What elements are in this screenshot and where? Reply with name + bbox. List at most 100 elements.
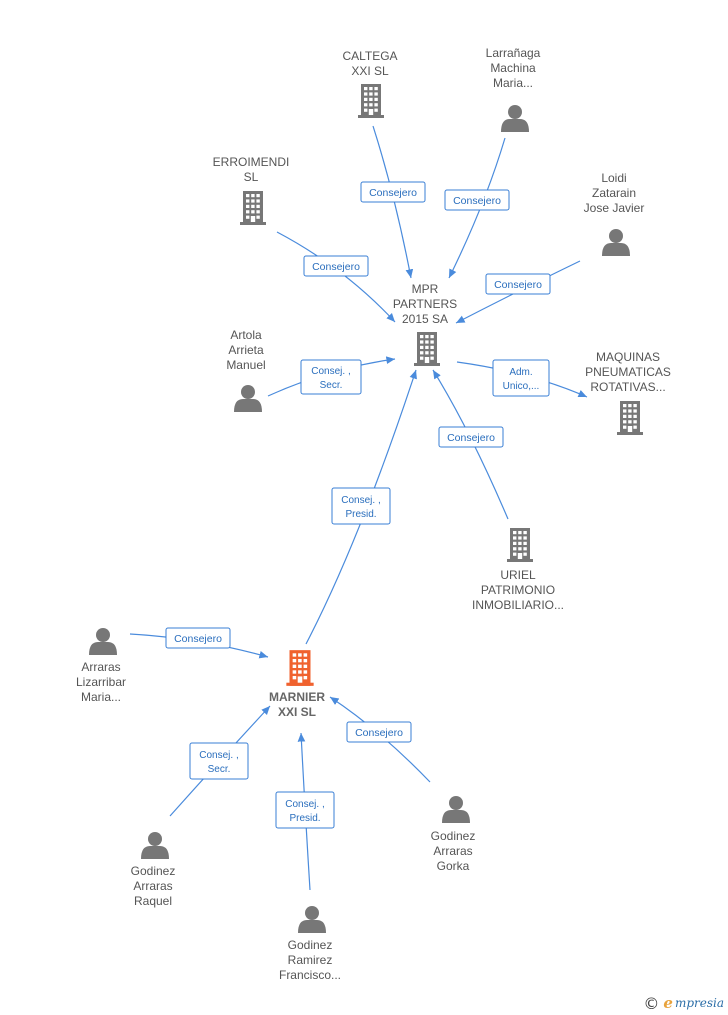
edge-line bbox=[276, 231, 396, 323]
node-label-line: Godinez bbox=[288, 938, 333, 952]
node-label-line: XXI SL bbox=[351, 64, 389, 78]
role-label-box[interactable] bbox=[275, 791, 335, 829]
role-label-text: Consejero bbox=[355, 727, 403, 739]
edge-mpr-maquinas: Adm. Unico,... bbox=[456, 359, 588, 398]
role-label-box[interactable] bbox=[331, 487, 391, 525]
edge-gorka-marnier: Consejero bbox=[329, 696, 431, 783]
person-icon bbox=[442, 796, 470, 823]
building-icon bbox=[617, 401, 643, 435]
node-label-line: Artola bbox=[230, 328, 262, 342]
node-label-line: INMOBILIARIO... bbox=[472, 598, 564, 612]
edge-arraras-marnier: Consejero bbox=[129, 627, 269, 659]
edge-larranaga-mpr: Consejero bbox=[444, 137, 510, 279]
role-label-box[interactable] bbox=[438, 426, 504, 448]
node-label-line: Godinez bbox=[131, 864, 176, 878]
node-label-line: PATRIMONIO bbox=[481, 583, 555, 597]
node-label-line: Zatarain bbox=[592, 186, 636, 200]
building-icon bbox=[414, 332, 440, 366]
node-label-line: MARNIER bbox=[269, 690, 325, 704]
copyright-icon: © bbox=[643, 993, 660, 1013]
role-label-box[interactable] bbox=[189, 742, 249, 780]
node-label-line: Arrieta bbox=[228, 343, 264, 357]
person-icon bbox=[602, 229, 630, 256]
node-label-line: SL bbox=[244, 170, 259, 184]
edge-artola-mpr: Consej. ,Secr. bbox=[267, 356, 396, 397]
role-label-text: Unico,... bbox=[503, 381, 540, 392]
node-label-line: Maria... bbox=[81, 690, 121, 704]
node-larranaga[interactable]: LarrañagaMachinaMaria... bbox=[486, 46, 541, 132]
edge-francisco-marnier: Consej. ,Presid. bbox=[275, 732, 335, 891]
edge-raquel-marnier: Consej. , Secr. bbox=[169, 705, 271, 817]
person-icon bbox=[501, 105, 529, 132]
role-label-box[interactable] bbox=[300, 359, 362, 395]
brand-logo-initial: e bbox=[663, 994, 673, 1012]
person-icon bbox=[298, 906, 326, 933]
node-label-line: Jose Javier bbox=[584, 201, 645, 215]
role-label-box[interactable] bbox=[492, 359, 550, 397]
role-label-box[interactable] bbox=[303, 255, 369, 277]
role-label-box[interactable] bbox=[165, 627, 231, 649]
role-label-text: Secr. bbox=[320, 380, 343, 391]
node-label-line: MAQUINAS bbox=[596, 350, 660, 364]
role-label-text: Presid. bbox=[289, 813, 320, 824]
building-icon bbox=[358, 84, 384, 118]
building-icon bbox=[507, 528, 533, 562]
building-icon bbox=[286, 650, 314, 686]
node-label-line: Loidi bbox=[601, 171, 626, 185]
role-label-text: Secr. bbox=[208, 764, 231, 775]
node-maquinas[interactable]: MAQUINASPNEUMATICASROTATIVAS... bbox=[585, 350, 671, 435]
role-label-text: Consejero bbox=[174, 633, 222, 645]
role-label-text: Consej. , bbox=[199, 750, 238, 761]
node-arraras[interactable]: ArrarasLizarribarMaria... bbox=[76, 628, 126, 704]
edge-marnier-mpr: Consej. ,Presid. bbox=[305, 369, 417, 645]
role-label-text: Consejero bbox=[369, 187, 417, 199]
node-uriel[interactable]: URIELPATRIMONIOINMOBILIARIO... bbox=[472, 528, 564, 612]
node-label-line: PNEUMATICAS bbox=[585, 365, 671, 379]
node-francisco[interactable]: GodinezRamirezFrancisco... bbox=[279, 906, 341, 982]
node-label-line: 2015 SA bbox=[402, 312, 448, 326]
role-label-text: Consejero bbox=[312, 261, 360, 273]
node-label-line: URIEL bbox=[500, 568, 536, 582]
role-label-text: Consejero bbox=[447, 432, 495, 444]
edge-caltega-mpr: Consejero bbox=[360, 125, 426, 279]
edges-layer: ConsejeroConsejeroConsejeroConsejeroCons… bbox=[129, 125, 588, 891]
node-label-line: Francisco... bbox=[279, 968, 341, 982]
role-label-box[interactable] bbox=[485, 273, 551, 295]
node-label-line: Arraras bbox=[433, 844, 472, 858]
edge-uriel-mpr: Consejero bbox=[432, 369, 509, 520]
node-label-line: Maria... bbox=[493, 76, 533, 90]
role-label-text: Consejero bbox=[494, 279, 542, 291]
node-label-line: ERROIMENDI bbox=[213, 155, 290, 169]
role-label-text: Consejero bbox=[453, 195, 501, 207]
brand-footer: © e mpresia bbox=[643, 993, 724, 1013]
brand-logo-text: mpresia bbox=[674, 996, 724, 1010]
node-label-line: CALTEGA bbox=[342, 49, 397, 63]
node-label-line: Ramirez bbox=[288, 953, 333, 967]
role-label-box[interactable] bbox=[444, 189, 510, 211]
role-label-text: Adm. bbox=[509, 367, 532, 378]
node-label-line: XXI SL bbox=[278, 705, 316, 719]
role-label-box[interactable] bbox=[360, 181, 426, 203]
role-label-box[interactable] bbox=[346, 721, 412, 743]
node-label-line: Arraras bbox=[81, 660, 120, 674]
node-label-line: ROTATIVAS... bbox=[590, 380, 665, 394]
person-icon bbox=[89, 628, 117, 655]
role-label-text: Presid. bbox=[345, 509, 376, 520]
node-label-line: Godinez bbox=[431, 829, 476, 843]
edge-loidi-mpr: Consejero bbox=[455, 260, 581, 324]
node-label-line: Arraras bbox=[133, 879, 172, 893]
building-icon bbox=[240, 191, 266, 225]
node-label-line: Manuel bbox=[226, 358, 265, 372]
edge-erroimendi-mpr: Consejero bbox=[276, 231, 396, 323]
node-label-line: Raquel bbox=[134, 894, 172, 908]
